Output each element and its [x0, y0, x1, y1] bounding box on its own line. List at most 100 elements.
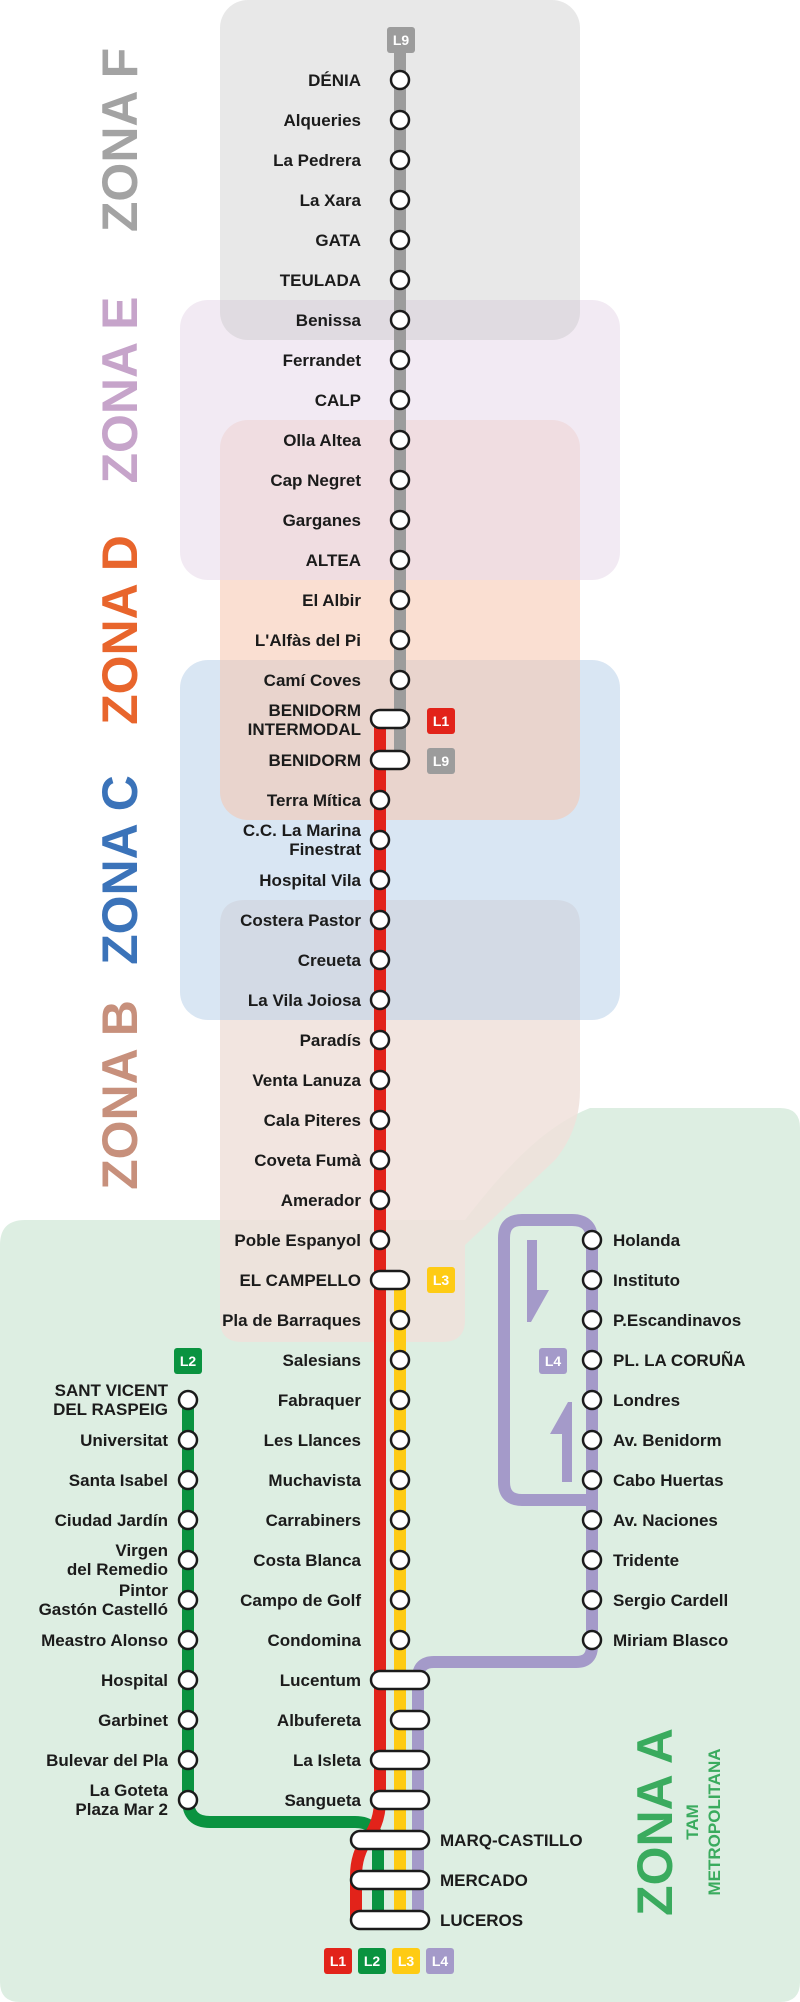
station-label-calp[interactable]: CALP — [315, 391, 361, 410]
station-marker[interactable] — [177, 1589, 199, 1611]
station-label-la-pedrera[interactable]: La Pedrera — [273, 151, 361, 170]
station-marker[interactable] — [581, 1429, 603, 1451]
station-label-cc-marina-1[interactable]: C.C. La Marina — [243, 821, 362, 840]
station-label-pintor-1[interactable]: Pintor — [119, 1581, 168, 1600]
station-label-instituto[interactable]: Instituto — [613, 1271, 680, 1290]
station-marker[interactable] — [369, 989, 391, 1011]
station-label-coruna[interactable]: PL. LA CORUÑA — [613, 1350, 746, 1370]
station-marker[interactable] — [581, 1269, 603, 1291]
l2-badge[interactable]: L2 — [174, 1348, 202, 1374]
station-label-goteta-2[interactable]: Plaza Mar 2 — [75, 1800, 168, 1819]
station-label-sergio-cardell[interactable]: Sergio Cardell — [613, 1591, 728, 1610]
station-label-coveta-fuma[interactable]: Coveta Fumà — [254, 1151, 361, 1170]
station-label-muchavista[interactable]: Muchavista — [268, 1471, 361, 1490]
station-label-bulevar[interactable]: Bulevar del Pla — [46, 1751, 168, 1770]
station-marker[interactable] — [389, 269, 411, 291]
station-marker-interchange[interactable] — [349, 1829, 431, 1851]
station-label-costera-pastor[interactable]: Costera Pastor — [240, 911, 361, 930]
station-label-cc-marina-2[interactable]: Finestrat — [289, 840, 361, 859]
station-marker-interchange[interactable] — [369, 1669, 431, 1691]
station-label-alfas[interactable]: L'Alfàs del Pi — [255, 631, 361, 650]
station-label-escandinavos[interactable]: P.Escandinavos — [613, 1311, 741, 1330]
station-marker[interactable] — [389, 389, 411, 411]
station-marker[interactable] — [581, 1509, 603, 1531]
station-label-les-llances[interactable]: Les Llances — [264, 1431, 361, 1450]
station-marker[interactable] — [389, 1429, 411, 1451]
station-marker-interchange[interactable] — [349, 1869, 431, 1891]
station-label-benidorm-intermodal-1[interactable]: BENIDORM — [268, 701, 361, 720]
station-marker[interactable] — [581, 1309, 603, 1331]
station-label-costa-blanca[interactable]: Costa Blanca — [253, 1551, 361, 1570]
station-label-salesians[interactable]: Salesians — [283, 1351, 361, 1370]
station-marker[interactable] — [369, 949, 391, 971]
station-label-pintor-2[interactable]: Gastón Castelló — [39, 1600, 168, 1619]
station-label-mercado[interactable]: MERCADO — [440, 1871, 528, 1890]
station-marker[interactable] — [369, 909, 391, 931]
station-label-fabraquer[interactable]: Fabraquer — [278, 1391, 362, 1410]
station-label-teulada[interactable]: TEULADA — [280, 271, 361, 290]
station-label-sangueta[interactable]: Sangueta — [284, 1791, 361, 1810]
legend-l2-badge[interactable]: L2 — [358, 1948, 386, 1974]
station-label-campo-golf[interactable]: Campo de Golf — [240, 1591, 361, 1610]
station-label-albufereta[interactable]: Albufereta — [277, 1711, 362, 1730]
station-label-lucentum[interactable]: Lucentum — [280, 1671, 361, 1690]
station-label-carrabiners[interactable]: Carrabiners — [266, 1511, 361, 1530]
station-marker-interchange[interactable] — [349, 1909, 431, 1931]
station-label-alqueries[interactable]: Alqueries — [284, 111, 361, 130]
station-marker[interactable] — [389, 1389, 411, 1411]
station-label-benidorm-intermodal-2[interactable]: INTERMODAL — [248, 720, 361, 739]
station-label-cabo-huertas[interactable]: Cabo Huertas — [613, 1471, 724, 1490]
station-label-marq-castillo[interactable]: MARQ-CASTILLO — [440, 1831, 583, 1850]
station-label-hospital[interactable]: Hospital — [101, 1671, 168, 1690]
station-label-sant-vicent-2[interactable]: DEL RASPEIG — [53, 1400, 168, 1419]
station-label-denia[interactable]: DÉNIA — [308, 71, 361, 90]
station-label-garganes[interactable]: Garganes — [283, 511, 361, 530]
station-marker-interchange[interactable] — [369, 708, 411, 730]
legend-l3-badge[interactable]: L3 — [392, 1948, 420, 1974]
station-label-condomina[interactable]: Condomina — [268, 1631, 362, 1650]
station-marker[interactable] — [369, 1189, 391, 1211]
station-label-el-albir[interactable]: El Albir — [302, 591, 361, 610]
station-marker[interactable] — [369, 1109, 391, 1131]
station-label-universitat[interactable]: Universitat — [80, 1431, 168, 1450]
station-label-santa-isabel[interactable]: Santa Isabel — [69, 1471, 168, 1490]
station-marker[interactable] — [369, 789, 391, 811]
station-label-tridente[interactable]: Tridente — [613, 1551, 679, 1570]
station-label-benidorm[interactable]: BENIDORM — [268, 751, 361, 770]
station-label-hospital-vila[interactable]: Hospital Vila — [259, 871, 361, 890]
station-marker[interactable] — [389, 1469, 411, 1491]
station-label-amerador[interactable]: Amerador — [281, 1191, 362, 1210]
station-marker[interactable] — [389, 669, 411, 691]
station-label-goteta-1[interactable]: La Goteta — [90, 1781, 169, 1800]
station-label-virgen-2[interactable]: del Remedio — [67, 1560, 168, 1579]
station-label-poble-espanyol[interactable]: Poble Espanyol — [234, 1231, 361, 1250]
l1-badge-benidorm[interactable]: L1 — [427, 708, 455, 734]
station-marker[interactable] — [581, 1549, 603, 1571]
station-marker[interactable] — [177, 1429, 199, 1451]
station-marker[interactable] — [389, 109, 411, 131]
station-marker-interchange[interactable] — [369, 1749, 431, 1771]
station-label-virgen-1[interactable]: Virgen — [115, 1541, 168, 1560]
line-l4-branch[interactable] — [412, 1214, 598, 1690]
legend-l4-badge[interactable]: L4 — [426, 1948, 454, 1974]
station-marker[interactable] — [389, 69, 411, 91]
station-marker[interactable] — [369, 1229, 391, 1251]
station-label-la-isleta[interactable]: La Isleta — [293, 1751, 362, 1770]
station-label-av-naciones[interactable]: Av. Naciones — [613, 1511, 718, 1530]
station-marker[interactable] — [581, 1389, 603, 1411]
station-marker[interactable] — [581, 1469, 603, 1491]
station-marker[interactable] — [177, 1469, 199, 1491]
station-marker-interchange[interactable] — [369, 749, 411, 771]
station-marker[interactable] — [177, 1629, 199, 1651]
station-label-altea[interactable]: ALTEA — [306, 551, 361, 570]
station-marker[interactable] — [389, 309, 411, 331]
station-marker[interactable] — [389, 1309, 411, 1331]
station-marker[interactable] — [369, 869, 391, 891]
station-label-sant-vicent-1[interactable]: SANT VICENT — [55, 1381, 169, 1400]
station-marker[interactable] — [177, 1709, 199, 1731]
legend-l1-badge[interactable]: L1 — [324, 1948, 352, 1974]
station-marker[interactable] — [177, 1389, 199, 1411]
station-label-gata[interactable]: GATA — [315, 231, 361, 250]
station-label-paradis[interactable]: Paradís — [300, 1031, 361, 1050]
station-label-miriam-blasco[interactable]: Miriam Blasco — [613, 1631, 728, 1650]
